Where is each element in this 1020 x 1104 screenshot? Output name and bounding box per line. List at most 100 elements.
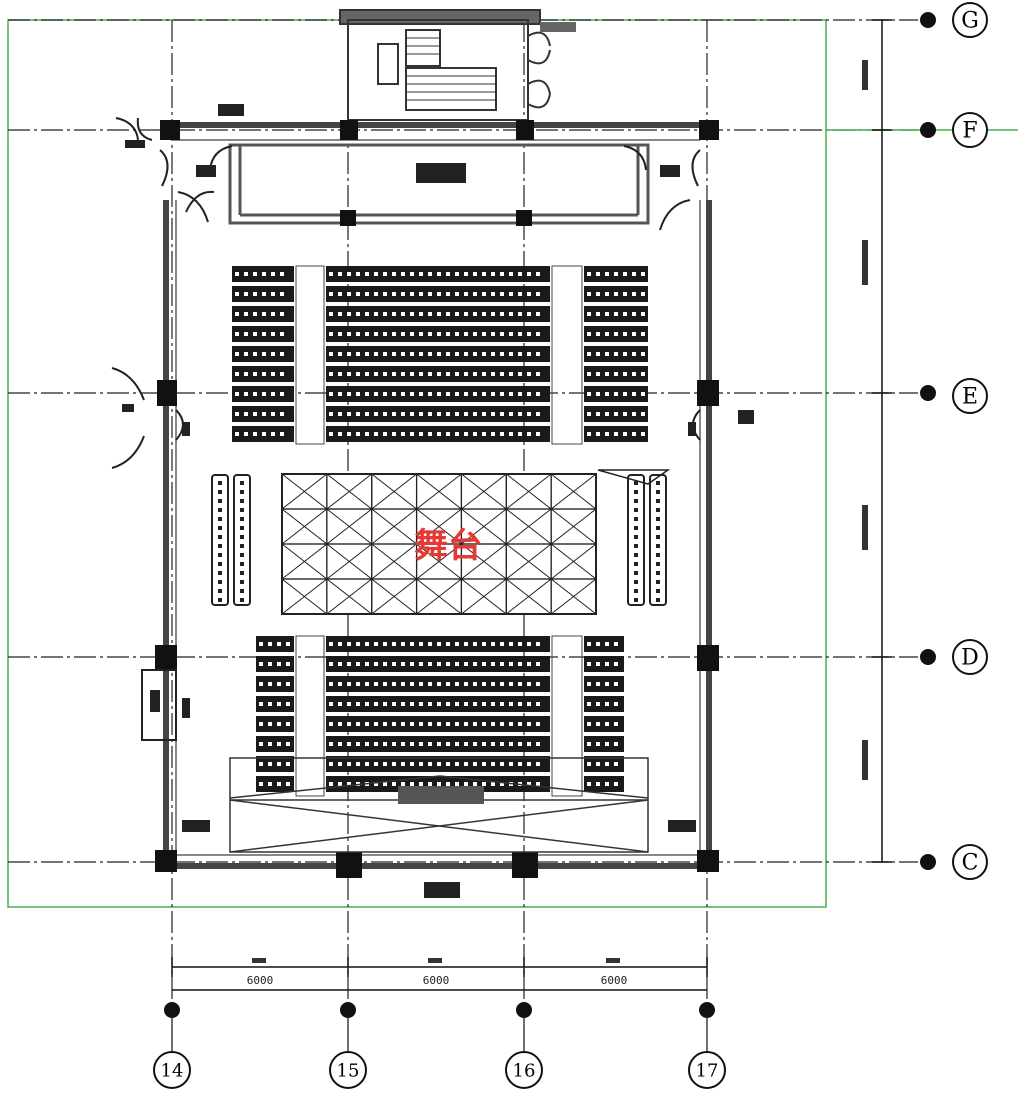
seat (509, 702, 513, 706)
seat (605, 372, 609, 376)
seat (253, 412, 257, 416)
seat (596, 292, 600, 296)
seat (374, 372, 378, 376)
truss-cell (550, 578, 597, 615)
seat (428, 702, 432, 706)
seat (596, 782, 600, 786)
seat (235, 372, 239, 376)
seat (280, 312, 284, 316)
seat (365, 662, 369, 666)
seat (446, 762, 450, 766)
seat (518, 722, 522, 726)
seat (271, 392, 275, 396)
seat (410, 292, 414, 296)
seat (605, 272, 609, 276)
seat (356, 292, 360, 296)
bench-seat (218, 553, 222, 557)
seat (410, 662, 414, 666)
bench-seat (240, 508, 244, 512)
seat (365, 332, 369, 336)
axis-bubble-d (952, 639, 988, 675)
seat (455, 392, 459, 396)
seat (614, 412, 618, 416)
seat (277, 662, 281, 666)
seat (623, 292, 627, 296)
seat (338, 782, 342, 786)
seat (596, 312, 600, 316)
seat (491, 722, 495, 726)
seat (518, 742, 522, 746)
truss-brace (461, 473, 507, 510)
seat (392, 312, 396, 316)
truss-brace (461, 578, 507, 615)
seat (401, 762, 405, 766)
seat (383, 332, 387, 336)
door-marks (122, 104, 754, 898)
seat (262, 352, 266, 356)
seat (464, 782, 468, 786)
seat (347, 312, 351, 316)
seat (374, 412, 378, 416)
seat (596, 682, 600, 686)
seat (262, 392, 266, 396)
seat (527, 662, 531, 666)
seat (365, 272, 369, 276)
seat (455, 722, 459, 726)
seat (410, 352, 414, 356)
seat (235, 412, 239, 416)
bench-seat (240, 553, 244, 557)
seat (392, 432, 396, 436)
seat (419, 642, 423, 646)
seat (473, 432, 477, 436)
seat (455, 742, 459, 746)
seat (596, 272, 600, 276)
seat (614, 432, 618, 436)
seat (286, 722, 290, 726)
seat (277, 762, 281, 766)
seat (410, 742, 414, 746)
seat (410, 722, 414, 726)
seat (614, 292, 618, 296)
seat (455, 372, 459, 376)
seat (401, 742, 405, 746)
seat (446, 782, 450, 786)
seat (235, 272, 239, 276)
seat (527, 372, 531, 376)
seat (527, 702, 531, 706)
seat (482, 272, 486, 276)
seat (253, 392, 257, 396)
bench-seat (634, 517, 638, 521)
seat (244, 312, 248, 316)
seat (280, 332, 284, 336)
seat (419, 352, 423, 356)
seat (536, 762, 540, 766)
seat (401, 702, 405, 706)
seat (482, 392, 486, 396)
seat (527, 292, 531, 296)
seat (455, 702, 459, 706)
seat (473, 722, 477, 726)
seat (455, 642, 459, 646)
seat-row (584, 716, 624, 732)
bench-seat (240, 517, 244, 521)
seat (277, 702, 281, 706)
seat (401, 372, 405, 376)
seat (347, 392, 351, 396)
axis-bubble-17 (688, 1051, 726, 1089)
seat (365, 742, 369, 746)
seat (587, 642, 591, 646)
seat (500, 412, 504, 416)
seat (446, 742, 450, 746)
seat-row (256, 756, 294, 772)
seat (491, 782, 495, 786)
seat (596, 702, 600, 706)
seat (482, 682, 486, 686)
seat (509, 682, 513, 686)
seat (383, 432, 387, 436)
bench-seat (218, 508, 222, 512)
seat (383, 372, 387, 376)
seat (509, 312, 513, 316)
aisle (551, 265, 583, 445)
seat (392, 372, 396, 376)
